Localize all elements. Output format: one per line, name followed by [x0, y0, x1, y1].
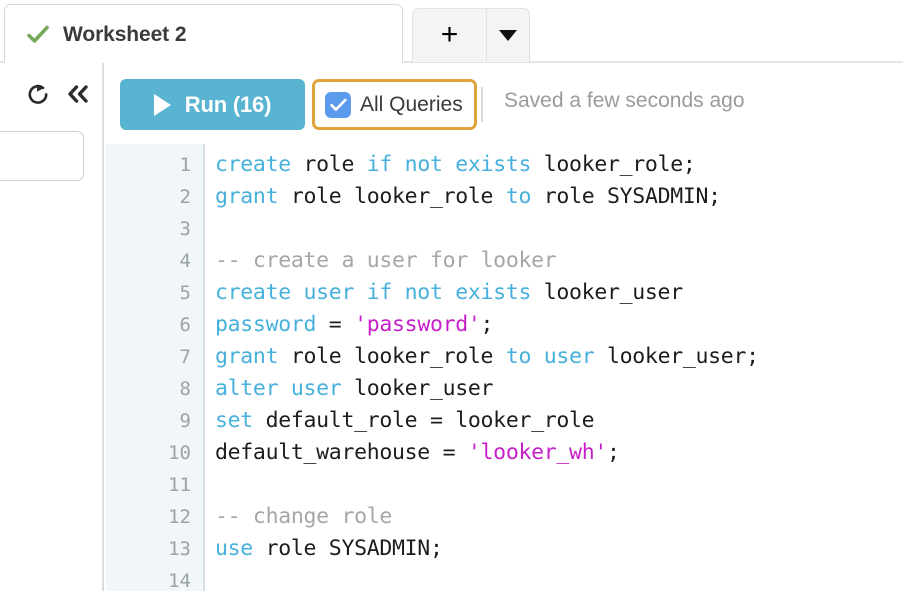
left-panel-input[interactable]	[0, 131, 84, 181]
gutter-line-number: 8	[179, 378, 191, 400]
code-token: to user	[505, 344, 595, 369]
left-panel	[0, 63, 104, 591]
gutter-line-number: 5	[179, 282, 191, 304]
code-line[interactable]: create role if not exists looker_role;	[215, 149, 696, 181]
code-token: role looker_role	[278, 344, 506, 369]
code-token: looker_role;	[531, 152, 696, 177]
gutter-line-number: 10	[168, 442, 191, 464]
worksheet-menu-button[interactable]	[486, 8, 530, 63]
code-token: looker_user;	[594, 344, 759, 369]
run-button-label: Run (16)	[184, 91, 272, 117]
gutter-line-number: 7	[179, 346, 191, 368]
add-worksheet-button[interactable]: +	[412, 8, 486, 63]
code-line[interactable]: use role SYSADMIN;	[215, 533, 443, 565]
gutter-line-number: 13	[168, 538, 191, 560]
refresh-icon[interactable]	[26, 82, 50, 106]
code-line[interactable]: -- change role	[215, 501, 392, 533]
gutter-line-number: 14	[168, 570, 191, 591]
gutter-line-number: 3	[179, 218, 191, 240]
code-token: 'password'	[354, 312, 481, 337]
code-token: to	[505, 184, 532, 209]
gutter-line-number: 1	[179, 154, 191, 176]
code-line[interactable]: grant role looker_role to role SYSADMIN;	[215, 181, 721, 213]
code-token: default_role = looker_role	[252, 408, 595, 433]
code-line[interactable]: password = 'password';	[215, 309, 493, 341]
code-line[interactable]: grant role looker_role to user looker_us…	[215, 341, 759, 373]
gutter-line-number: 12	[168, 506, 191, 528]
checkmark-icon	[329, 98, 347, 111]
code-token: 'looker_wh'	[467, 440, 607, 465]
all-queries-label: All Queries	[360, 92, 463, 116]
editor-code-area[interactable]: create role if not exists looker_role;gr…	[207, 144, 903, 591]
worksheet-toolbar: Run (16) All Queries Saved a few seconds…	[106, 63, 903, 144]
code-token: alter user	[215, 376, 342, 401]
code-line[interactable]: alter user looker_user	[215, 373, 493, 405]
left-panel-actions	[26, 82, 92, 106]
chevron-down-icon	[499, 30, 517, 41]
code-token: set	[215, 408, 253, 433]
code-token: role	[290, 152, 367, 177]
worksheet-tab-bar: Worksheet 2 +	[0, 0, 903, 65]
code-token: ;	[606, 440, 620, 465]
code-token: create user if not exists	[215, 280, 532, 305]
code-token: -- change role	[215, 504, 393, 529]
code-token: if not exists	[366, 152, 532, 177]
gutter-line-number: 6	[179, 314, 191, 336]
check-icon	[27, 25, 49, 43]
code-token: -- create a user for looker	[215, 248, 557, 273]
gutter-line-number: 2	[179, 186, 191, 208]
code-token: default_warehouse =	[215, 440, 468, 465]
plus-icon: +	[440, 17, 459, 51]
code-token: ;	[480, 312, 494, 337]
code-token: role SYSADMIN;	[531, 184, 721, 209]
gutter-line-number: 9	[179, 410, 191, 432]
code-token: looker_user	[531, 280, 683, 305]
code-token: grant	[215, 184, 279, 209]
all-queries-checkbox[interactable]	[325, 91, 351, 118]
code-line[interactable]: set default_role = looker_role	[215, 405, 595, 437]
code-token: password	[215, 312, 317, 337]
code-token: use	[215, 536, 253, 561]
code-token: role looker_role	[278, 184, 506, 209]
gutter-line-number: 11	[168, 474, 191, 496]
code-token: looker_user	[341, 376, 494, 401]
code-token: =	[316, 312, 355, 337]
code-token: grant	[215, 344, 279, 369]
code-line[interactable]: -- create a user for looker	[215, 245, 557, 277]
saved-status-text: Saved a few seconds ago	[504, 89, 745, 112]
code-line[interactable]: create user if not exists looker_user	[215, 277, 683, 309]
toolbar-divider	[481, 87, 483, 122]
all-queries-control[interactable]: All Queries	[312, 79, 477, 130]
play-icon	[153, 93, 171, 116]
double-chevron-left-icon[interactable]	[64, 82, 92, 106]
code-token: role SYSADMIN;	[252, 536, 443, 561]
code-line[interactable]: default_warehouse = 'looker_wh';	[215, 437, 620, 469]
code-token: create	[215, 152, 291, 177]
run-button[interactable]: Run (16)	[120, 79, 305, 130]
tab-worksheet-2[interactable]: Worksheet 2	[4, 4, 403, 65]
tab-worksheet-2-label: Worksheet 2	[63, 23, 187, 46]
gutter-line-number: 4	[179, 250, 191, 272]
